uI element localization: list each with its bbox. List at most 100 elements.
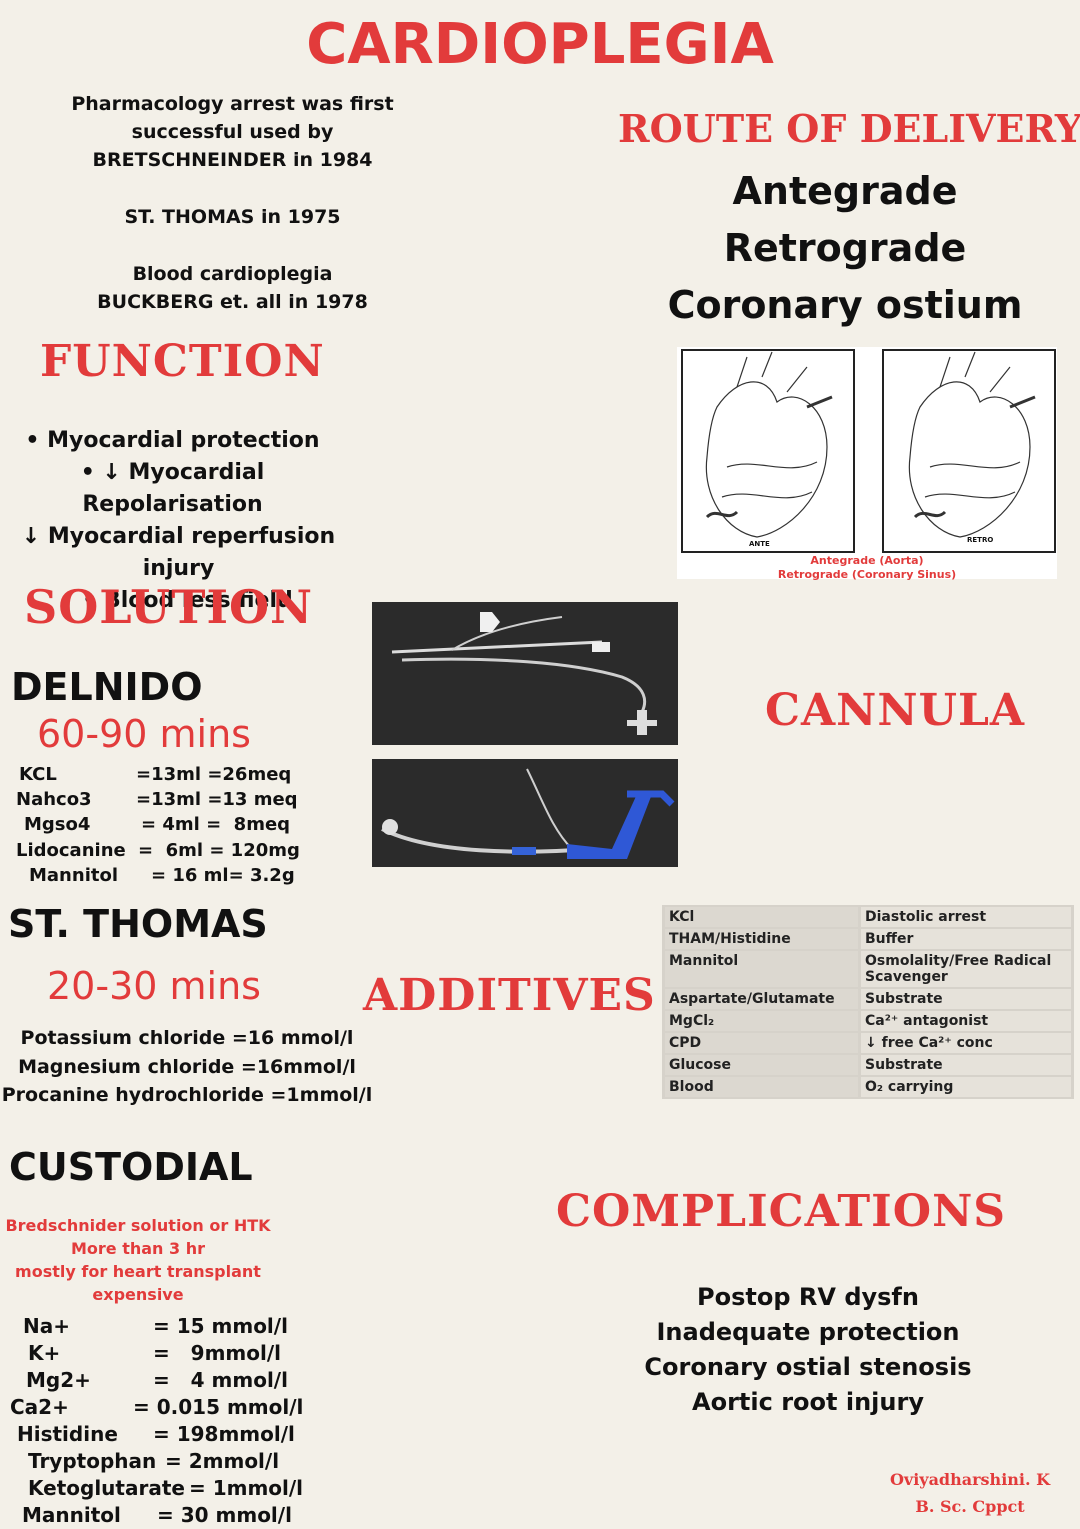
cannula-svg-bottom bbox=[381, 768, 675, 859]
delnido-value: =13ml =26meq bbox=[136, 764, 292, 785]
author-degree: B. Sc. Cppct bbox=[915, 1497, 1025, 1516]
delnido-row: Nahco3 =13ml =13 meq bbox=[16, 787, 300, 812]
function-item: • Blood less field bbox=[82, 588, 293, 613]
cannula-image-top bbox=[372, 602, 678, 745]
additive-role: O₂ carrying bbox=[861, 1077, 1071, 1097]
delnido-title: DELNIDO bbox=[11, 665, 203, 709]
delnido-row: Mannitol = 16 ml= 3.2g bbox=[16, 863, 300, 888]
history-line: Pharmacology arrest was first bbox=[71, 93, 394, 115]
function-list: • Myocardial protection • ↓ Myocardial R… bbox=[0, 425, 345, 617]
additive-role: ↓ free Ca²⁺ conc bbox=[861, 1033, 1071, 1053]
function-item: ↓ Myocardial reperfusion injury bbox=[21, 524, 336, 581]
additive-role: Substrate bbox=[861, 1055, 1071, 1075]
complication-item: Aortic root injury bbox=[692, 1388, 924, 1416]
diagram-label-retro: RETRO bbox=[967, 536, 994, 544]
custodial-row: Ca2+ = 0.015 mmol/l bbox=[10, 1394, 303, 1421]
delnido-agent: KCL bbox=[19, 764, 57, 785]
complication-item: Postop RV dysfn bbox=[697, 1283, 919, 1311]
custodial-agent: Na+ bbox=[23, 1314, 70, 1338]
solution-heading: SOLUTION bbox=[24, 580, 314, 634]
additive-role: Buffer bbox=[861, 929, 1071, 949]
additive-row: THAM/Histidine Buffer bbox=[665, 929, 1071, 949]
history-line: successful used by bbox=[131, 121, 334, 143]
delnido-duration: 60-90 mins bbox=[37, 712, 251, 756]
additive-agent: KCl bbox=[665, 907, 858, 927]
additive-row: CPD ↓ free Ca²⁺ conc bbox=[665, 1033, 1071, 1053]
custodial-value: = 0.015 mmol/l bbox=[133, 1395, 304, 1419]
additive-agent: CPD bbox=[665, 1033, 858, 1053]
stthomas-row: Magnesium chloride =16mmol/l bbox=[18, 1055, 356, 1078]
additives-heading: ADDITIVES bbox=[363, 970, 656, 1021]
additive-role: Substrate bbox=[861, 989, 1071, 1009]
history-line: BUCKBERG et. all in 1978 bbox=[97, 291, 368, 313]
custodial-row: Mannitol = 30 mmol/l bbox=[10, 1502, 303, 1529]
delnido-agent: Mannitol bbox=[29, 864, 118, 886]
route-item: Retrograde bbox=[723, 226, 967, 270]
additive-row: KCl Diastolic arrest bbox=[665, 907, 1071, 927]
cannula-svg-top bbox=[391, 612, 657, 735]
delnido-agent: Nahco3 bbox=[16, 789, 92, 811]
delnido-row: Mgso4 = 4ml = 8meq bbox=[16, 812, 300, 837]
route-list: Antegrade Retrograde Coronary ostium bbox=[640, 163, 1050, 334]
custodial-row: Tryptophan = 2mmol/l bbox=[10, 1448, 303, 1475]
custodial-value: = 2mmol/l bbox=[165, 1449, 280, 1473]
route-item: Coronary ostium bbox=[667, 283, 1023, 327]
additive-row: Aspartate/Glutamate Substrate bbox=[665, 989, 1071, 1009]
additive-row: Blood O₂ carrying bbox=[665, 1077, 1071, 1097]
delnido-row: KCL =13ml =26meq bbox=[16, 762, 300, 787]
delnido-value: =13ml =13 meq bbox=[136, 789, 298, 811]
custodial-notes: Bredschnider solution or HTK More than 3… bbox=[0, 1214, 276, 1306]
stthomas-row: Procanine hydrochloride =1mmol/l bbox=[1, 1084, 373, 1106]
custodial-row: K+ = 9mmol/l bbox=[10, 1340, 303, 1367]
additive-agent: MgCl₂ bbox=[665, 1011, 858, 1031]
complications-heading: COMPLICATIONS bbox=[556, 1186, 1007, 1237]
custodial-row: Ketoglutarate = 1mmol/l bbox=[10, 1475, 303, 1502]
history-line: Blood cardioplegia bbox=[132, 263, 333, 285]
additive-row: MgCl₂ Ca²⁺ antagonist bbox=[665, 1011, 1071, 1031]
stthomas-list: Potassium chloride =16 mmol/l Magnesium … bbox=[0, 1024, 374, 1110]
additive-row: Mannitol Osmolality/Free Radical Scaveng… bbox=[665, 951, 1071, 987]
delnido-agent: Lidocanine bbox=[16, 839, 126, 861]
complications-list: Postop RV dysfn Inadequate protection Co… bbox=[608, 1280, 1008, 1420]
additive-role: Ca²⁺ antagonist bbox=[861, 1011, 1071, 1031]
custodial-table: Na+ = 15 mmol/l K+ = 9mmol/l Mg2+ = 4 mm… bbox=[10, 1313, 303, 1529]
additive-agent: Aspartate/Glutamate bbox=[665, 989, 858, 1009]
custodial-value: = 9mmol/l bbox=[153, 1341, 281, 1365]
custodial-agent: K+ bbox=[28, 1341, 61, 1365]
delnido-value: = 6ml = 120mg bbox=[138, 839, 300, 861]
heart-diagram-image: ANTE RETRO Antegrade (Aorta) Retrograde … bbox=[677, 347, 1057, 581]
custodial-agent: Histidine bbox=[17, 1422, 118, 1446]
custodial-row: Mg2+ = 4 mmol/l bbox=[10, 1367, 303, 1394]
diagram-caption-antegrade: Antegrade (Aorta) bbox=[810, 554, 924, 567]
additive-row: Glucose Substrate bbox=[665, 1055, 1071, 1075]
author-name: Oviyadharshini. K bbox=[889, 1470, 1051, 1489]
additive-agent: THAM/Histidine bbox=[665, 929, 858, 949]
custodial-note: More than 3 hr bbox=[70, 1239, 205, 1258]
custodial-note: mostly for heart transplant bbox=[15, 1262, 261, 1281]
custodial-title: CUSTODIAL bbox=[9, 1145, 253, 1189]
additive-agent: Mannitol bbox=[665, 951, 858, 987]
additive-role: Osmolality/Free Radical Scavenger bbox=[861, 951, 1071, 987]
diagram-label-ante: ANTE bbox=[749, 540, 770, 548]
additive-agent: Blood bbox=[665, 1077, 858, 1097]
stthomas-title: ST. THOMAS bbox=[8, 902, 268, 946]
function-heading: FUNCTION bbox=[40, 336, 325, 387]
custodial-agent: Tryptophan bbox=[28, 1449, 157, 1473]
history-line: ST. THOMAS in 1975 bbox=[124, 206, 341, 228]
custodial-value: = 4 mmol/l bbox=[153, 1368, 288, 1392]
stthomas-duration: 20-30 mins bbox=[47, 964, 261, 1008]
additive-agent: Glucose bbox=[665, 1055, 858, 1075]
custodial-row: Na+ = 15 mmol/l bbox=[10, 1313, 303, 1340]
additives-table-container: KCl Diastolic arrest THAM/Histidine Buff… bbox=[662, 905, 1074, 1099]
custodial-row: Histidine = 198mmol/l bbox=[10, 1421, 303, 1448]
cannula-image-bottom bbox=[372, 759, 678, 867]
heart-diagram-svg bbox=[681, 349, 1056, 553]
custodial-agent: Ketoglutarate bbox=[28, 1476, 185, 1500]
custodial-value: = 30 mmol/l bbox=[157, 1503, 292, 1527]
custodial-agent: Mannitol bbox=[22, 1503, 121, 1527]
delnido-value: = 16 ml= 3.2g bbox=[151, 864, 295, 886]
function-item: • ↓ Myocardial Repolarisation bbox=[80, 460, 265, 517]
diagram-caption-retrograde: Retrograde (Coronary Sinus) bbox=[777, 568, 957, 581]
complication-item: Coronary ostial stenosis bbox=[644, 1353, 972, 1381]
history-block: Pharmacology arrest was first successful… bbox=[40, 90, 425, 316]
